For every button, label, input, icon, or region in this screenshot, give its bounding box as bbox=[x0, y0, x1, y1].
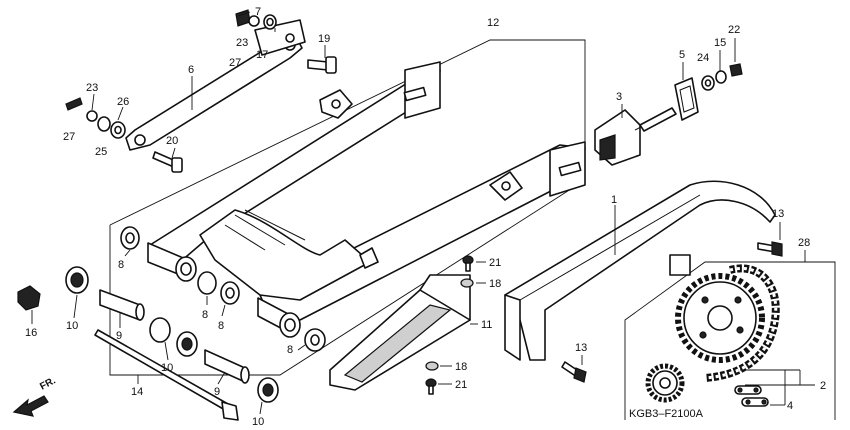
callout-21-top: 21 bbox=[489, 257, 501, 269]
callout-21-bottom: 21 bbox=[455, 379, 467, 391]
nut-18-bottom bbox=[425, 361, 439, 371]
callout-15: 15 bbox=[714, 37, 726, 49]
pivot-bolt bbox=[94, 329, 239, 421]
callout-10-left: 10 bbox=[66, 320, 78, 332]
callout-27-top: 27 bbox=[229, 57, 241, 69]
diagram-code: KGB3–F2100A bbox=[629, 408, 704, 420]
torque-rod bbox=[125, 19, 306, 151]
callout-8-bottom: 8 bbox=[287, 344, 293, 356]
callout-20: 20 bbox=[166, 135, 178, 147]
collar-8-mid bbox=[197, 271, 240, 305]
callout-6: 6 bbox=[188, 64, 194, 76]
collar-8-left bbox=[120, 226, 140, 250]
front-direction-arrow: FR. bbox=[12, 375, 58, 417]
callout-22: 22 bbox=[728, 24, 740, 36]
callout-18-bottom: 18 bbox=[455, 361, 467, 373]
nut-18-top bbox=[460, 278, 474, 288]
callout-23-top: 23 bbox=[236, 37, 248, 49]
callout-7: 7 bbox=[255, 6, 261, 18]
callout-26: 26 bbox=[117, 96, 129, 108]
bolt-20 bbox=[152, 151, 183, 173]
drive-sprocket bbox=[645, 363, 685, 403]
nut-set-left bbox=[65, 97, 126, 139]
callout-24: 24 bbox=[697, 52, 709, 64]
leader-lines bbox=[31, 11, 815, 415]
callout-25: 25 bbox=[95, 146, 107, 158]
bolt-19 bbox=[307, 56, 337, 74]
callout-8-left: 8 bbox=[118, 259, 124, 271]
chain-slider bbox=[329, 274, 471, 391]
chain-case bbox=[504, 180, 776, 361]
screw-21-bottom bbox=[425, 378, 437, 395]
bolt-13-top bbox=[757, 241, 783, 257]
callout-8-mid-a: 8 bbox=[202, 309, 208, 321]
nut-set-top bbox=[235, 9, 277, 30]
seal-10-bottom bbox=[257, 377, 279, 403]
chain-adjuster bbox=[594, 107, 677, 166]
callout-19: 19 bbox=[318, 33, 330, 45]
adjuster-nuts bbox=[701, 63, 743, 91]
callout-17: 17 bbox=[256, 49, 268, 61]
callout-11: 11 bbox=[481, 319, 492, 331]
callout-18-top: 18 bbox=[489, 278, 501, 290]
callout-14: 14 bbox=[131, 386, 143, 398]
bolt-13-bottom bbox=[561, 361, 587, 383]
fr-label: FR. bbox=[38, 375, 58, 392]
adjuster-plate bbox=[674, 77, 699, 121]
callout-10-center: 10 bbox=[161, 362, 173, 374]
callout-8-mid-b: 8 bbox=[218, 320, 224, 332]
swingarm bbox=[147, 61, 586, 338]
callout-3: 3 bbox=[616, 91, 622, 103]
callout-16: 16 bbox=[25, 327, 37, 339]
collar-8-bottom bbox=[304, 328, 326, 352]
callout-12: 12 bbox=[487, 17, 499, 29]
sleeve-9-upper bbox=[99, 289, 145, 321]
callout-23-left: 23 bbox=[86, 82, 98, 94]
callout-28: 28 bbox=[798, 237, 810, 249]
callout-13-bottom: 13 bbox=[575, 342, 587, 354]
group-outline-chain-kit bbox=[624, 261, 836, 420]
callout-4: 4 bbox=[787, 400, 793, 412]
seal-10-center bbox=[149, 317, 198, 357]
callout-27-left: 27 bbox=[63, 131, 75, 143]
master-link bbox=[734, 385, 769, 407]
callout-2: 2 bbox=[820, 380, 826, 392]
sleeve-9-lower bbox=[204, 349, 250, 384]
callout-labels: 6 7 23 17 27 19 20 23 26 27 25 12 3 5 15… bbox=[25, 6, 826, 428]
seal-10-left bbox=[65, 266, 89, 294]
callout-9-upper: 9 bbox=[116, 330, 122, 342]
rear-sprocket bbox=[675, 273, 765, 363]
callout-5: 5 bbox=[679, 49, 685, 61]
nut-16 bbox=[17, 285, 41, 311]
callout-10-bottom: 10 bbox=[252, 416, 264, 428]
screw-21-top bbox=[462, 255, 474, 272]
drive-chain bbox=[704, 264, 780, 382]
callout-1: 1 bbox=[611, 194, 617, 206]
callout-9-lower: 9 bbox=[214, 386, 220, 398]
callout-13-top: 13 bbox=[772, 208, 784, 220]
